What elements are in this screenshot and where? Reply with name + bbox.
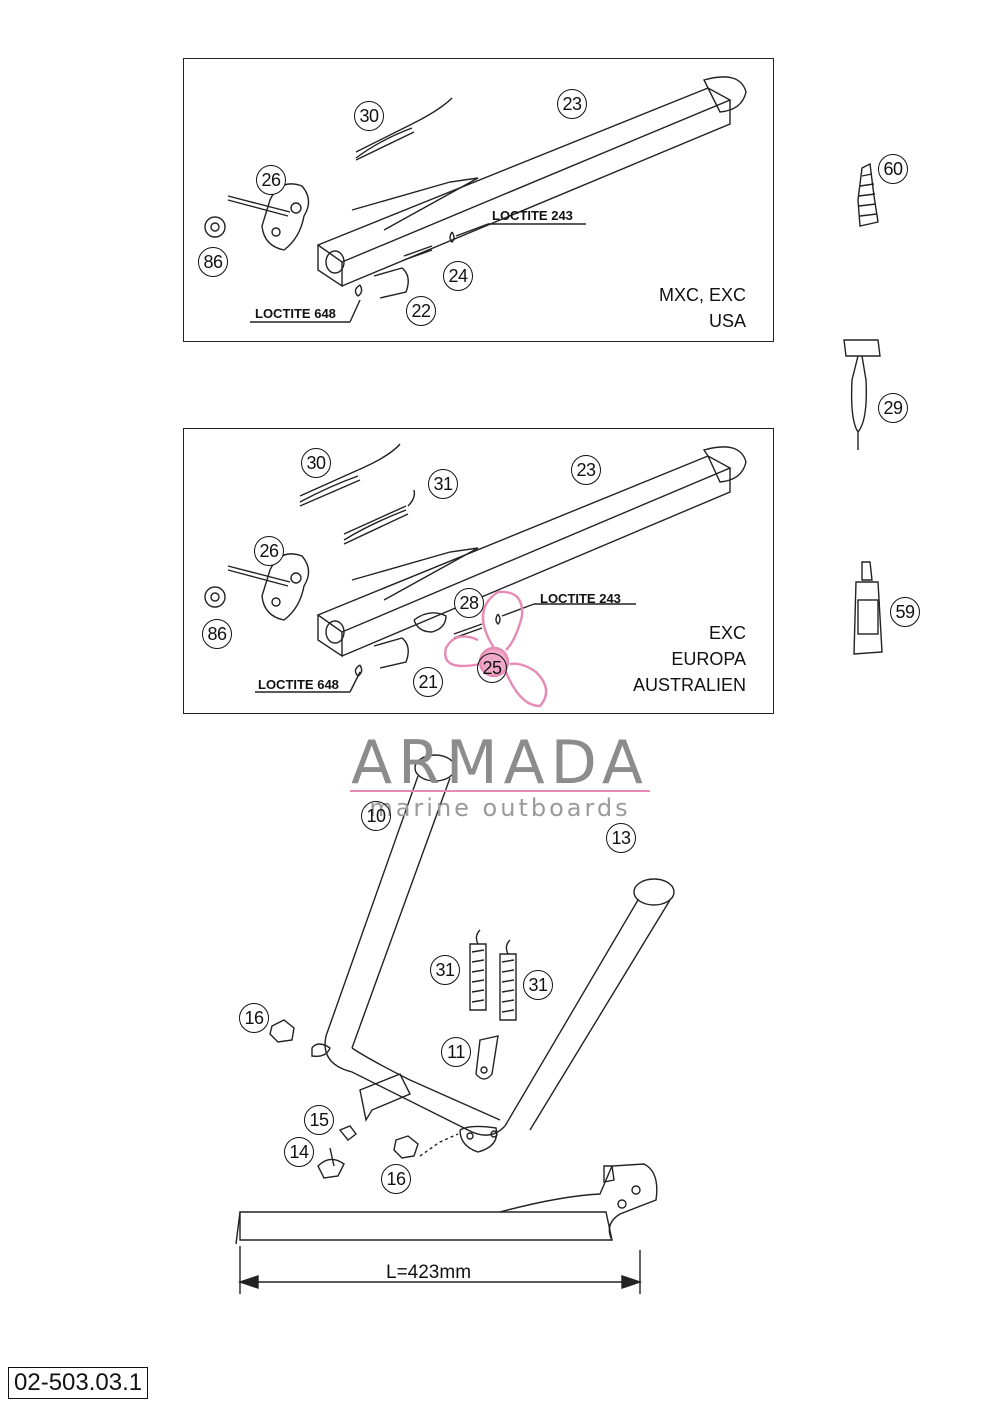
variant-line: EUROPA <box>671 649 746 669</box>
callout-part: 15 <box>304 1105 334 1135</box>
callout-part: 26 <box>254 536 284 566</box>
loctite-label: LOCTITE 243 <box>492 208 573 223</box>
callout-part: 16 <box>381 1164 411 1194</box>
watermark-name: ARMADA <box>351 728 649 798</box>
bottom-side-stand-drawing <box>235 1163 658 1294</box>
watermark-rule <box>350 790 650 792</box>
callout-part: 30 <box>301 448 331 478</box>
callout-part: 25 <box>477 653 507 683</box>
callout-part: 31 <box>523 970 553 1000</box>
callout-part: 22 <box>406 296 436 326</box>
callout-part: 31 <box>430 955 460 985</box>
length-dimension-label: L=423mm <box>386 1262 472 1283</box>
variant-line: MXC, EXC <box>658 285 746 305</box>
callout-part: 60 <box>878 154 908 184</box>
variant-line: EXC <box>708 623 746 643</box>
callout-part: 13 <box>606 823 636 853</box>
callout-part: 24 <box>443 261 473 291</box>
callout-part: 10 <box>361 801 391 831</box>
model-variant-label: EXC EUROPA AUSTRALIEN <box>560 620 746 698</box>
variant-line: USA <box>708 311 746 331</box>
callout-part: 16 <box>239 1003 269 1033</box>
callout-part: 14 <box>284 1137 314 1167</box>
side-stand-europa-drawing <box>204 443 747 693</box>
callout-part: 86 <box>202 619 232 649</box>
loctite-bottle-59-drawing <box>853 561 883 655</box>
panel-side-stand-usa <box>183 58 774 342</box>
center-stand-drawing <box>269 754 675 1179</box>
side-stand-usa-drawing <box>204 76 747 323</box>
variant-line: AUSTRALIEN <box>632 675 746 695</box>
watermark-tagline: marine outboards <box>369 794 631 822</box>
callout-part: 11 <box>441 1037 471 1067</box>
loctite-tube-60-drawing <box>857 162 879 227</box>
callout-part: 86 <box>198 247 228 277</box>
callout-part: 30 <box>354 101 384 131</box>
watermark-logo: ARMADA marine outboards <box>350 732 650 822</box>
callout-part: 29 <box>878 393 908 423</box>
callout-part: 26 <box>256 165 286 195</box>
callout-part: 21 <box>413 667 443 697</box>
loctite-label: LOCTITE 243 <box>540 591 621 606</box>
document-number: 02-503.03.1 <box>8 1367 149 1399</box>
loctite-label: LOCTITE 648 <box>258 677 339 692</box>
callout-part: 31 <box>428 469 458 499</box>
panel-side-stand-europa <box>183 428 774 714</box>
callout-part: 28 <box>454 588 484 618</box>
model-variant-label: MXC, EXC USA <box>600 282 746 334</box>
callout-part: 23 <box>571 455 601 485</box>
callout-part: 23 <box>557 89 587 119</box>
callout-part: 59 <box>890 597 920 627</box>
loctite-label: LOCTITE 648 <box>255 306 336 321</box>
grease-tool-29-drawing <box>843 339 881 450</box>
